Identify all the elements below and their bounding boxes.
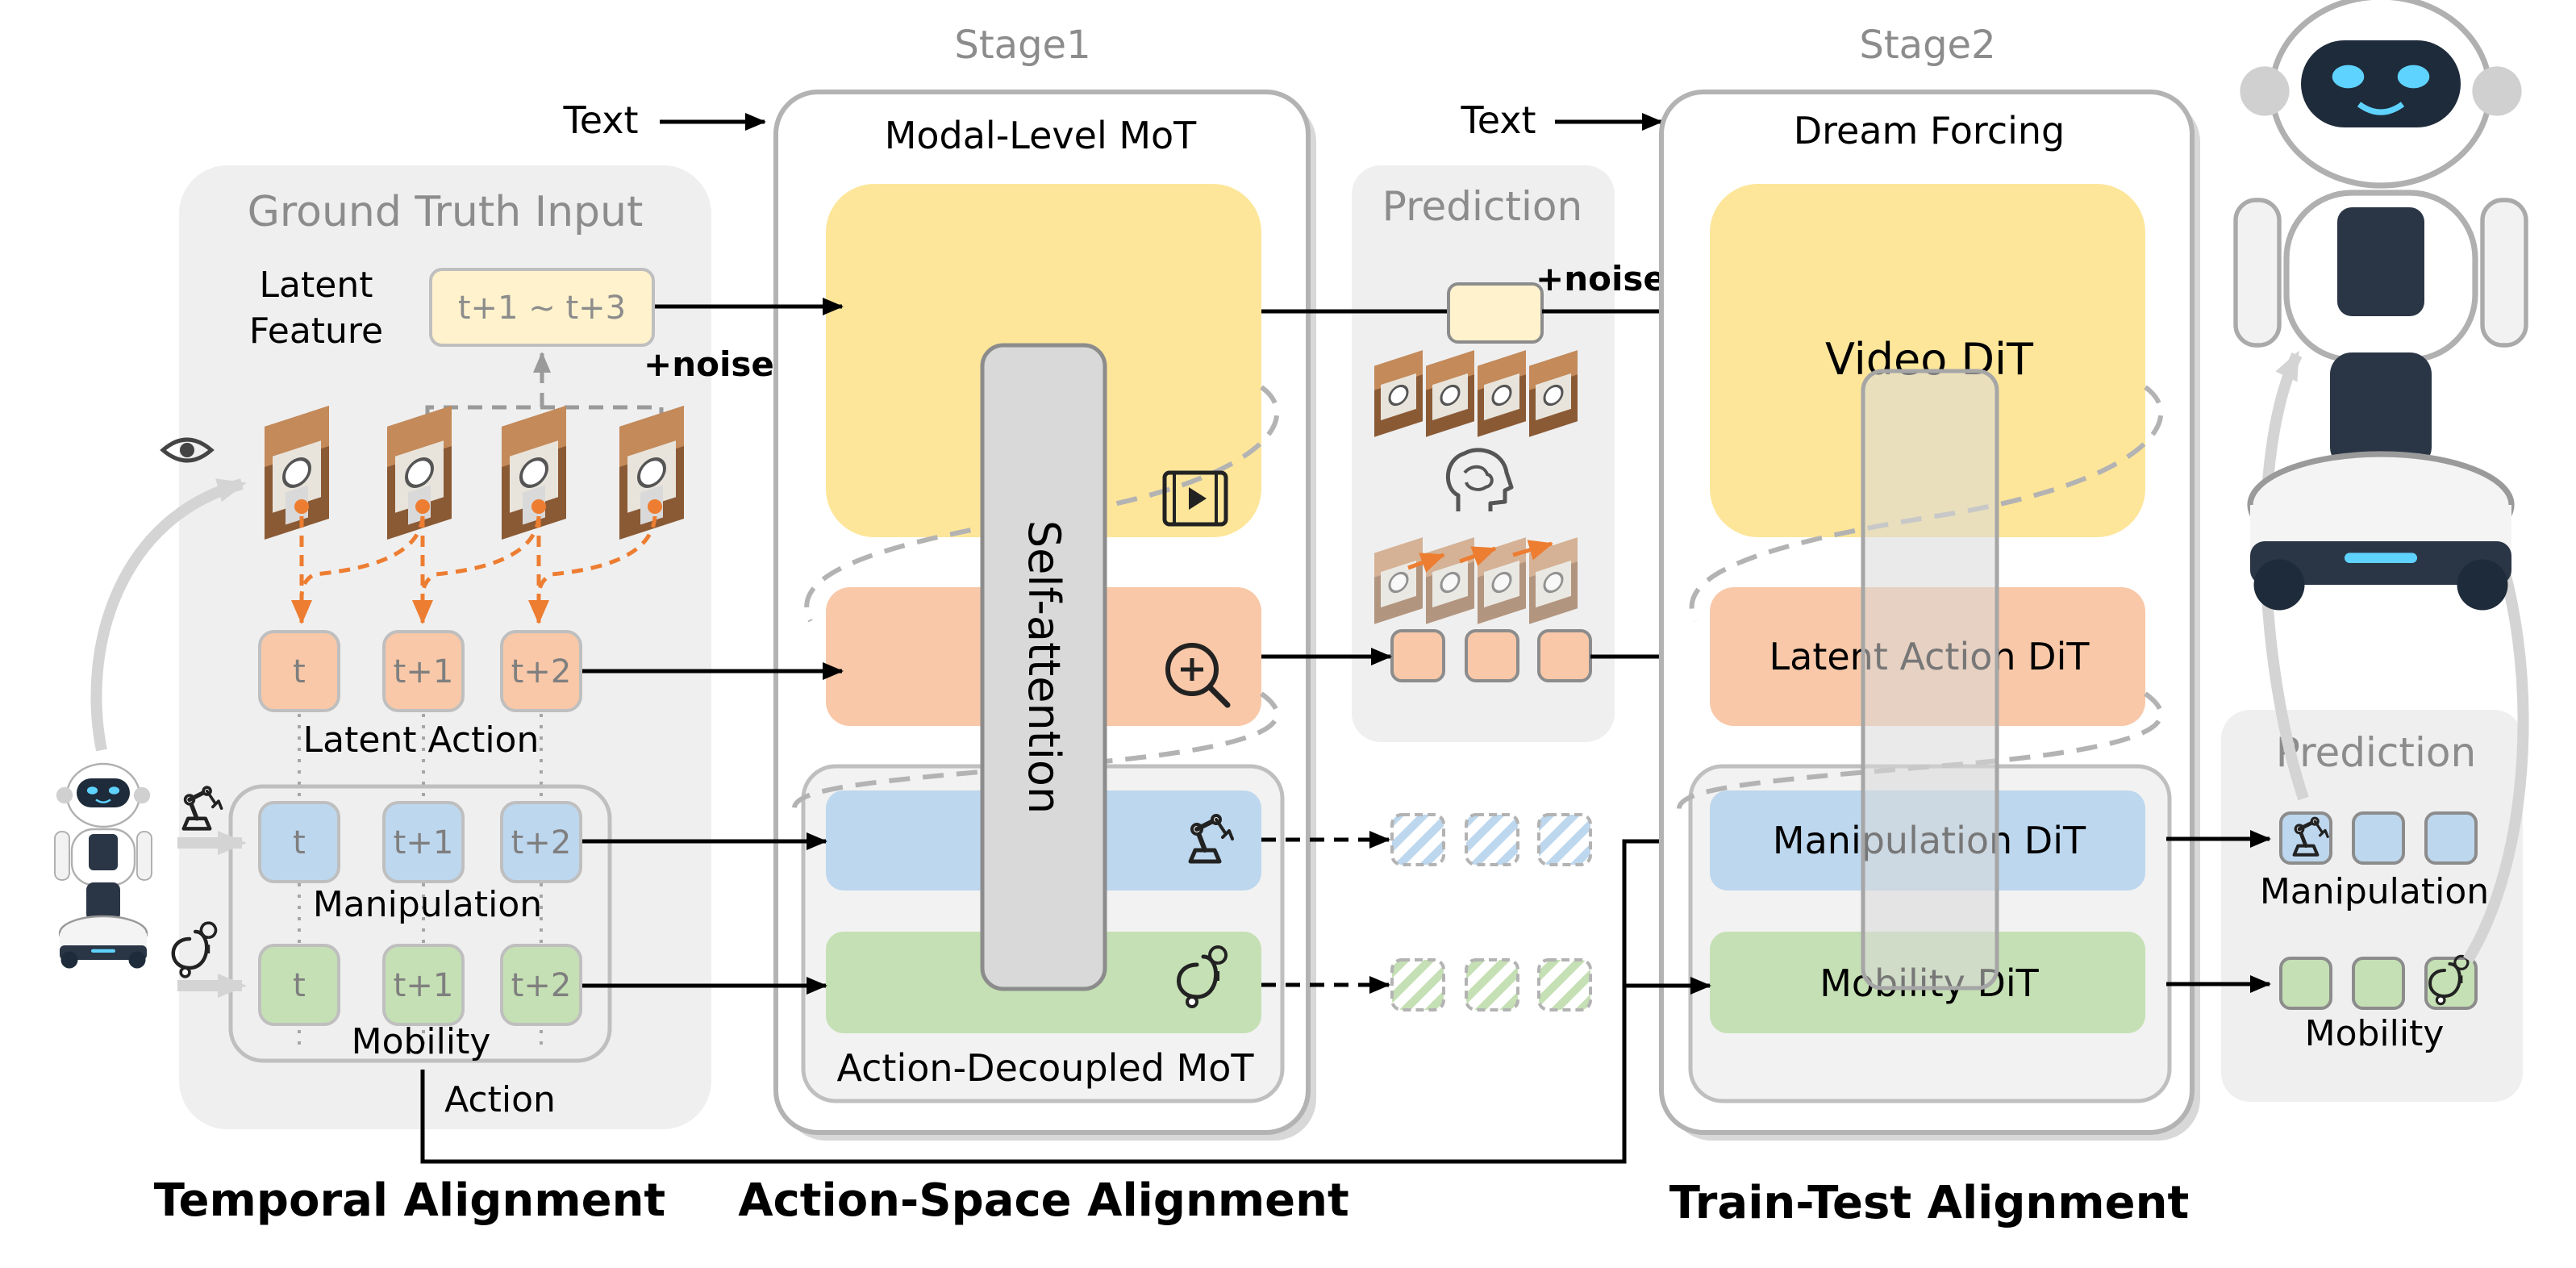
dream-forcing-title: Dream Forcing [1794, 109, 2065, 152]
action-box [228, 784, 612, 1063]
latent-action-token-t: t [258, 630, 340, 712]
video-frame-3 [502, 406, 566, 540]
self-attention-label: Self-attention [1019, 520, 1069, 814]
svg-text:t: t [293, 824, 306, 861]
latent-feature-box-text: t+1 ~ t+3 [458, 290, 626, 327]
latent-action-token-t1: t+1 [382, 630, 465, 712]
mobility-token-t: t [258, 944, 340, 1026]
hatched-manipulation-token-1 [1390, 813, 1445, 866]
svg-text:t: t [293, 967, 306, 1004]
noise-label-mid: +noise [1536, 259, 1666, 298]
mobility-label-left: Mobility [352, 1021, 491, 1062]
svg-text:t+1: t+1 [394, 824, 454, 861]
action-space-alignment-label: Action-Space Alignment [738, 1174, 1349, 1227]
robot-icon-right [2236, 0, 2526, 610]
manipulation-token-t1: t+1 [382, 801, 465, 883]
mobility-token-t1: t+1 [382, 944, 465, 1026]
robot-icon [53, 762, 153, 970]
ground-truth-title: Ground Truth Input [248, 188, 644, 236]
predicted-manipulation-token-3 [2424, 811, 2478, 865]
manipulation-token-t: t [258, 801, 340, 883]
prediction-mid-noise-box [1447, 282, 1544, 344]
latent-feature-label-2: Feature [249, 311, 383, 352]
svg-text:t: t [293, 653, 306, 690]
predicted-mobility-token-1 [2279, 957, 2332, 1010]
svg-text:t+1: t+1 [394, 653, 454, 690]
video-frame-1 [265, 406, 329, 540]
manipulation-label-left: Manipulation [313, 884, 542, 925]
stage2-label: Stage2 [1859, 23, 1995, 68]
predicted-latent-token-2 [1465, 629, 1519, 682]
action-decoupled-title: Action-Decoupled MoT [836, 1046, 1254, 1090]
hatched-manipulation-token-2 [1465, 813, 1519, 866]
eye-icon [160, 437, 215, 463]
predicted-latent-token-1 [1390, 629, 1445, 682]
video-dit-block [1710, 184, 2145, 537]
brain-head-icon [1446, 448, 1514, 511]
latent-action-label: Latent Action [303, 720, 540, 761]
hatched-mobility-token-2 [1465, 958, 1519, 1011]
svg-text:t+2: t+2 [511, 824, 572, 861]
predicted-mobility-token-2 [2352, 957, 2405, 1010]
latent-action-token-t2: t+2 [500, 630, 582, 712]
train-test-alignment-label: Train-Test Alignment [1669, 1177, 2190, 1229]
mobility-token-t2: t+2 [500, 944, 582, 1026]
action-label: Action [444, 1079, 556, 1120]
hatched-mobility-token-3 [1537, 958, 1592, 1011]
magnifier-plus-icon [1165, 643, 1231, 708]
video-frame-4 [619, 406, 684, 540]
stage1-label: Stage1 [954, 23, 1090, 68]
text-input-stage1: Text [562, 98, 638, 142]
hatched-mobility-token-1 [1390, 958, 1445, 1011]
prediction-mid-title: Prediction [1382, 183, 1582, 230]
video-frame-2 [387, 406, 452, 540]
stage2-attention-bar [1861, 369, 1999, 991]
hatched-manipulation-token-3 [1537, 813, 1592, 866]
predicted-mobility-token-3 [2424, 957, 2478, 1010]
predicted-latent-token-3 [1537, 629, 1592, 682]
self-attention-bar [980, 343, 1107, 991]
svg-text:t+1: t+1 [394, 967, 454, 1004]
manipulation-label-right: Manipulation [2260, 871, 2489, 912]
svg-text:t+2: t+2 [511, 653, 572, 690]
prediction-right-title: Prediction [2276, 729, 2476, 776]
manipulation-token-t2: t+2 [500, 801, 582, 883]
mobility-label-right: Mobility [2305, 1013, 2445, 1054]
temporal-alignment-label: Temporal Alignment [154, 1174, 665, 1227]
latent-feature-box [429, 268, 655, 347]
text-input-stage2: Text [1460, 98, 1536, 142]
noise-label-left: +noise [644, 344, 774, 384]
svg-text:t+2: t+2 [511, 967, 572, 1004]
modal-level-title: Modal-Level MoT [885, 114, 1197, 157]
latent-feature-label-1: Latent [260, 265, 373, 306]
predicted-manipulation-token-2 [2352, 811, 2405, 865]
video-film-icon [1162, 470, 1228, 527]
